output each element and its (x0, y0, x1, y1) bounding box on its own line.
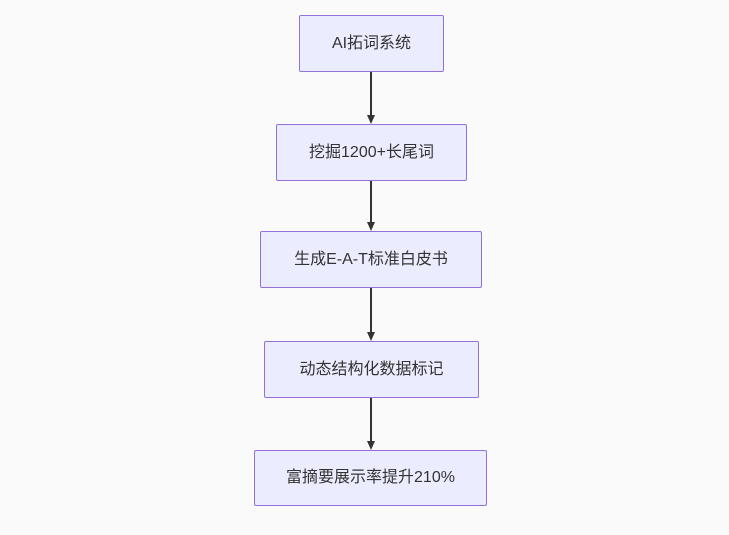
flow-node-generate-eat-whitepaper: 生成E-A-T标准白皮书 (260, 231, 482, 288)
flow-edge-b-to-c (367, 181, 375, 231)
flow-node-label: 动态结构化数据标记 (299, 360, 444, 378)
edge-line (370, 72, 372, 115)
edge-line (370, 181, 372, 222)
flow-edge-a-to-b (367, 72, 375, 124)
flow-node-label: 生成E-A-T标准白皮书 (294, 250, 448, 268)
flow-edge-c-to-d (367, 288, 375, 341)
flow-node-label: AI拓词系统 (331, 34, 412, 52)
flow-node-ai-word-expansion-system: AI拓词系统 (299, 15, 444, 72)
flow-node-rich-snippet-rate-increase: 富摘要展示率提升210% (254, 450, 487, 506)
flow-node-dynamic-structured-data-markup: 动态结构化数据标记 (264, 341, 479, 398)
arrowhead-down-icon (367, 222, 375, 231)
arrowhead-down-icon (367, 332, 375, 341)
arrowhead-down-icon (367, 441, 375, 450)
edge-line (370, 288, 372, 332)
flow-node-mine-longtail-keywords: 挖掘1200+长尾词 (276, 124, 467, 181)
flow-node-label: 挖掘1200+长尾词 (309, 143, 434, 161)
flow-node-label: 富摘要展示率提升210% (286, 469, 455, 487)
arrowhead-down-icon (367, 115, 375, 124)
flow-edge-d-to-e (367, 398, 375, 450)
edge-line (370, 398, 372, 441)
